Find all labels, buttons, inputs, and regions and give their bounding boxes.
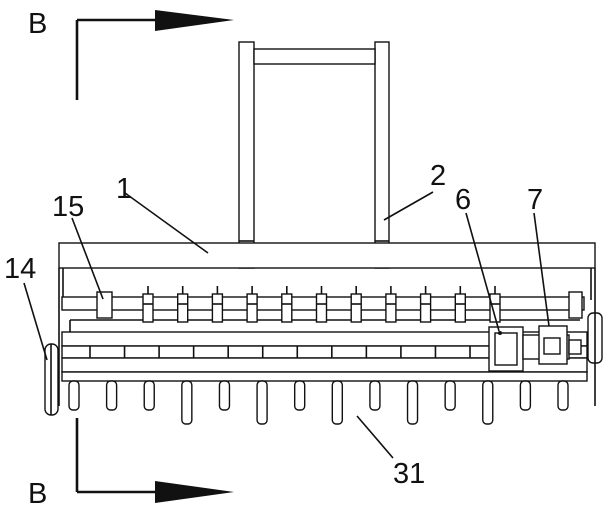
handle-frame: [238, 41, 390, 269]
right-wheel: [587, 312, 603, 364]
tine: [482, 380, 494, 425]
tine: [369, 380, 381, 411]
label-gearbox: 6: [455, 184, 472, 216]
tine: [331, 380, 344, 425]
beam-blocks: [89, 346, 471, 358]
tine: [406, 380, 419, 425]
lower-beam: [61, 331, 588, 382]
tine: [557, 380, 569, 411]
upper-post: [142, 286, 154, 323]
upper-post: [454, 286, 466, 323]
label-section-top: B: [28, 8, 48, 40]
label-frame: 1: [116, 173, 133, 205]
tine: [181, 380, 193, 425]
upper-posts: [142, 286, 501, 323]
label-shaft: 15: [52, 191, 85, 223]
upper-post: [246, 286, 258, 323]
tine: [218, 380, 231, 411]
tine: [444, 380, 456, 411]
tine: [143, 380, 155, 411]
upper-post: [385, 286, 397, 323]
upper-post: [315, 286, 328, 323]
section-marker-bottom: [75, 418, 234, 503]
label-tines: 31: [393, 458, 426, 490]
upper-post: [176, 286, 189, 323]
gearbox: [488, 326, 524, 372]
tine: [105, 380, 118, 411]
motor: [522, 325, 582, 365]
label-motor: 7: [527, 184, 544, 216]
tines: [68, 380, 569, 425]
label-wheel: 14: [4, 253, 37, 285]
upper-post: [281, 286, 293, 323]
upper-post: [350, 286, 362, 323]
tine: [519, 380, 532, 411]
tine: [68, 380, 80, 411]
main-frame: [58, 242, 596, 406]
upper-post: [419, 286, 432, 323]
label-section-bottom: B: [28, 478, 48, 510]
label-handle: 2: [430, 160, 447, 192]
tine: [293, 380, 306, 411]
section-marker-top: [75, 10, 234, 100]
leader-lines: [23, 191, 550, 459]
left-wheel: [44, 343, 59, 416]
upper-post: [211, 286, 224, 323]
tine: [256, 380, 268, 425]
